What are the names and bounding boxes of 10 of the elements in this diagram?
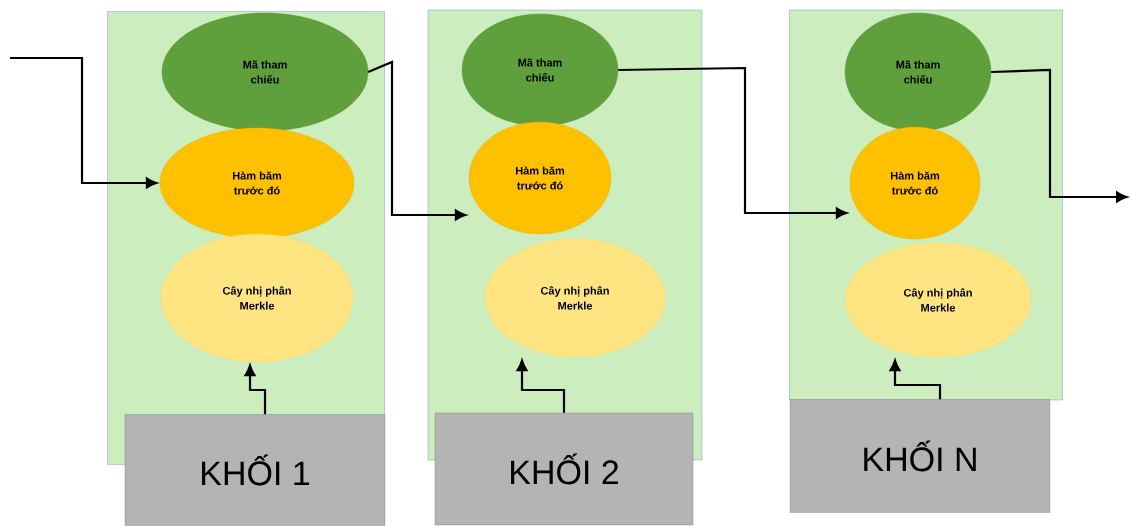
block-box: KHỐI N: [789, 399, 1051, 513]
arrow: [516, 359, 566, 413]
arrow: [10, 56, 158, 189]
block-box: KHỐI 1: [124, 414, 386, 526]
arrow: [991, 68, 1128, 203]
arrow: [244, 364, 267, 415]
arrow: [367, 60, 467, 221]
block-box: KHỐI 2: [434, 412, 694, 526]
arrow: [889, 359, 942, 400]
arrow: [618, 66, 848, 219]
